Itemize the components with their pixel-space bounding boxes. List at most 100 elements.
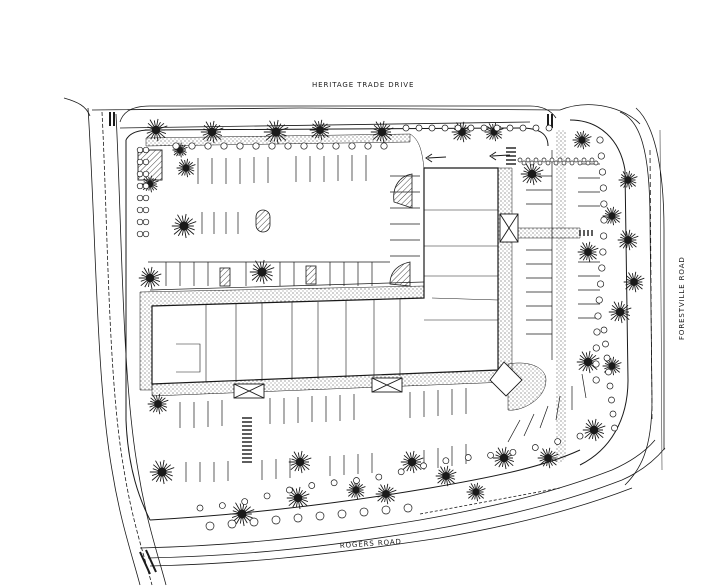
shrub-icon <box>293 513 303 523</box>
shrub-icon <box>353 477 360 484</box>
shrub-icon <box>592 344 600 352</box>
shrub-icon <box>517 157 523 163</box>
tree-icon <box>400 450 424 474</box>
tree-icon <box>608 300 632 324</box>
shrub-icon <box>381 505 391 515</box>
shrub-icon <box>454 124 462 132</box>
shrub-icon <box>467 124 475 132</box>
shrub-icon <box>172 142 180 150</box>
shrub-icon <box>603 354 611 362</box>
tree-icon <box>370 120 394 144</box>
shrub-icon <box>136 170 144 178</box>
shrub-icon <box>533 157 539 163</box>
shrub-icon <box>480 124 488 132</box>
shrub-icon <box>589 157 595 163</box>
shrub-icon <box>600 200 608 208</box>
shrub-icon <box>364 142 372 150</box>
shrub-icon <box>598 168 607 176</box>
shrubs-layer <box>136 124 618 531</box>
tree-icon <box>572 130 592 150</box>
shrub-icon <box>268 142 276 150</box>
shrub-icon <box>521 160 527 166</box>
shrub-icon <box>545 124 553 132</box>
shrub-icon <box>585 160 591 166</box>
shrub-icon <box>188 142 196 150</box>
tree-icon <box>435 465 457 487</box>
tree-icon <box>149 459 175 485</box>
tree-icon <box>466 482 486 502</box>
shrub-icon <box>205 521 215 531</box>
shrub-icon <box>142 230 150 238</box>
shrub-icon <box>375 473 383 481</box>
shrub-icon <box>308 482 316 489</box>
shrub-icon <box>577 160 583 166</box>
shrub-icon <box>532 124 540 132</box>
shrub-icon <box>569 160 575 166</box>
shrub-icon <box>402 124 410 132</box>
tree-icon <box>537 447 559 469</box>
trees-layer <box>138 118 645 527</box>
shrub-icon <box>348 142 356 150</box>
shrub-icon <box>441 124 449 132</box>
entry-features <box>137 149 523 399</box>
road-label-east: FORESTVILLE ROAD <box>678 256 686 340</box>
shrub-icon <box>573 157 579 163</box>
shrub-icon <box>537 160 543 166</box>
shrub-icon <box>592 360 600 368</box>
shrub-icon <box>136 158 144 166</box>
tree-icon <box>249 259 275 285</box>
shrub-icon <box>600 326 608 334</box>
tree-icon <box>617 229 639 251</box>
shrub-icon <box>553 160 559 166</box>
shrub-icon <box>593 160 599 166</box>
shrub-icon <box>271 515 281 525</box>
shrub-icon <box>597 152 605 160</box>
tree-icon <box>309 119 331 141</box>
shrub-icon <box>227 519 237 529</box>
tree-icon <box>577 241 599 263</box>
shrub-icon <box>531 444 539 451</box>
shrub-icon <box>581 157 587 163</box>
shrub-icon <box>487 451 494 459</box>
tree-icon <box>623 271 645 293</box>
road-label-north: HERITAGE TRADE DRIVE <box>312 81 414 89</box>
site-boundary <box>125 119 629 521</box>
tree-icon <box>229 501 255 527</box>
shrub-icon <box>204 142 212 150</box>
shrub-icon <box>602 340 609 348</box>
shrub-icon <box>415 124 423 132</box>
shrub-icon <box>493 124 501 132</box>
shrub-icon <box>136 182 144 190</box>
tree-icon <box>346 480 366 500</box>
sidewalks <box>139 130 581 464</box>
east-road <box>619 107 665 486</box>
shrub-icon <box>549 157 555 163</box>
shrub-icon <box>598 264 606 272</box>
shrub-icon <box>428 124 436 132</box>
shrub-icon <box>136 146 144 154</box>
tree-icon <box>520 162 544 186</box>
shrub-icon <box>300 142 308 150</box>
shrub-icon <box>420 462 427 470</box>
shrub-icon <box>506 124 514 132</box>
shrub-icon <box>136 230 144 238</box>
shrub-icon <box>576 432 584 440</box>
shrub-icon <box>529 160 535 166</box>
shrub-icon <box>525 157 531 163</box>
tree-icon <box>451 121 473 143</box>
shrub-icon <box>595 296 603 304</box>
shrub-icon <box>605 368 612 376</box>
shrub-icon <box>442 457 450 465</box>
parking-islands <box>219 173 413 287</box>
shrub-icon <box>316 142 324 150</box>
shrub-icon <box>541 157 547 163</box>
shrub-icon <box>380 142 388 150</box>
shrub-icon <box>545 160 551 166</box>
shrub-icon <box>599 184 607 192</box>
shrub-icon <box>600 232 608 240</box>
shrub-icon <box>136 206 144 214</box>
tree-icon <box>138 266 162 290</box>
shrub-icon <box>330 479 338 487</box>
shrub-icon <box>519 124 527 132</box>
tree-icon <box>288 450 312 474</box>
